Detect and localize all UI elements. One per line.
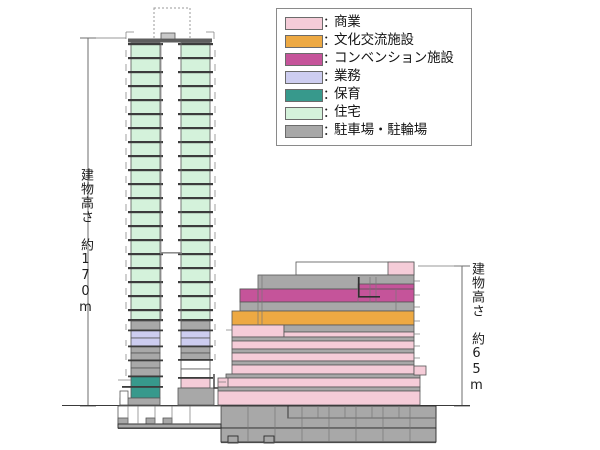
- left-tower-lower-uses: [118, 320, 163, 406]
- legend-separator: ：: [323, 87, 337, 103]
- legend-swatch-cultural-exchange-facility: [285, 34, 323, 48]
- legend-item-cultural-exchange-facility[interactable]: ： 文化交流施設: [285, 32, 465, 50]
- tower-roof-slab: [125, 31, 215, 43]
- dimension-line-right-65m: [454, 265, 470, 407]
- basement-parking: [117, 405, 437, 444]
- legend-swatch-parking-bicycle-parking: [285, 124, 323, 138]
- tower-link-beam: [160, 252, 182, 254]
- legend-swatch-commercial: [285, 16, 323, 30]
- legend-label-residential: 住宅: [334, 104, 361, 121]
- legend-swatch-residential: [285, 106, 323, 120]
- legend-label-convention-facility: コンベンション施設: [334, 50, 454, 67]
- legend-label-commercial: 商業: [334, 14, 361, 31]
- legend-panel: ： 商業 ： 文化交流施設 ： コンベンション施設 ： 業務 ： 保育 ： 住宅…: [276, 8, 472, 146]
- dimension-label-left-height: 建物高さ 約170m: [78, 168, 93, 316]
- legend-separator: ：: [323, 33, 337, 49]
- legend-item-business-office[interactable]: ： 業務: [285, 68, 465, 86]
- legend-separator: ：: [323, 51, 337, 67]
- legend-label-cultural-exchange-facility: 文化交流施設: [334, 32, 414, 49]
- left-tower-residential-stack: [125, 42, 163, 322]
- legend-swatch-business-office: [285, 70, 323, 84]
- legend-separator: ：: [323, 105, 337, 121]
- legend-item-parking-bicycle-parking[interactable]: ： 駐車場・駐輪場: [285, 122, 465, 140]
- legend-separator: ：: [323, 123, 337, 139]
- legend-swatch-convention-facility: [285, 52, 323, 66]
- legend-swatch-childcare: [285, 88, 323, 102]
- legend-label-business-office: 業務: [334, 68, 361, 85]
- legend-item-commercial[interactable]: ： 商業: [285, 14, 465, 32]
- legend-item-convention-facility[interactable]: ： コンベンション施設: [285, 50, 465, 68]
- podium-block: [119, 261, 427, 406]
- legend-item-childcare[interactable]: ： 保育: [285, 86, 465, 104]
- dimension-label-right-height: 建物高さ 約65m: [469, 262, 484, 394]
- legend-label-parking-bicycle-parking: 駐車場・駐輪場: [334, 122, 428, 139]
- legend-separator: ：: [323, 69, 337, 85]
- legend-separator: ：: [323, 15, 337, 31]
- right-tower-lower-uses: [177, 320, 216, 406]
- right-tower-residential-stack: [178, 42, 216, 322]
- legend-item-residential[interactable]: ： 住宅: [285, 104, 465, 122]
- legend-label-childcare: 保育: [334, 86, 361, 103]
